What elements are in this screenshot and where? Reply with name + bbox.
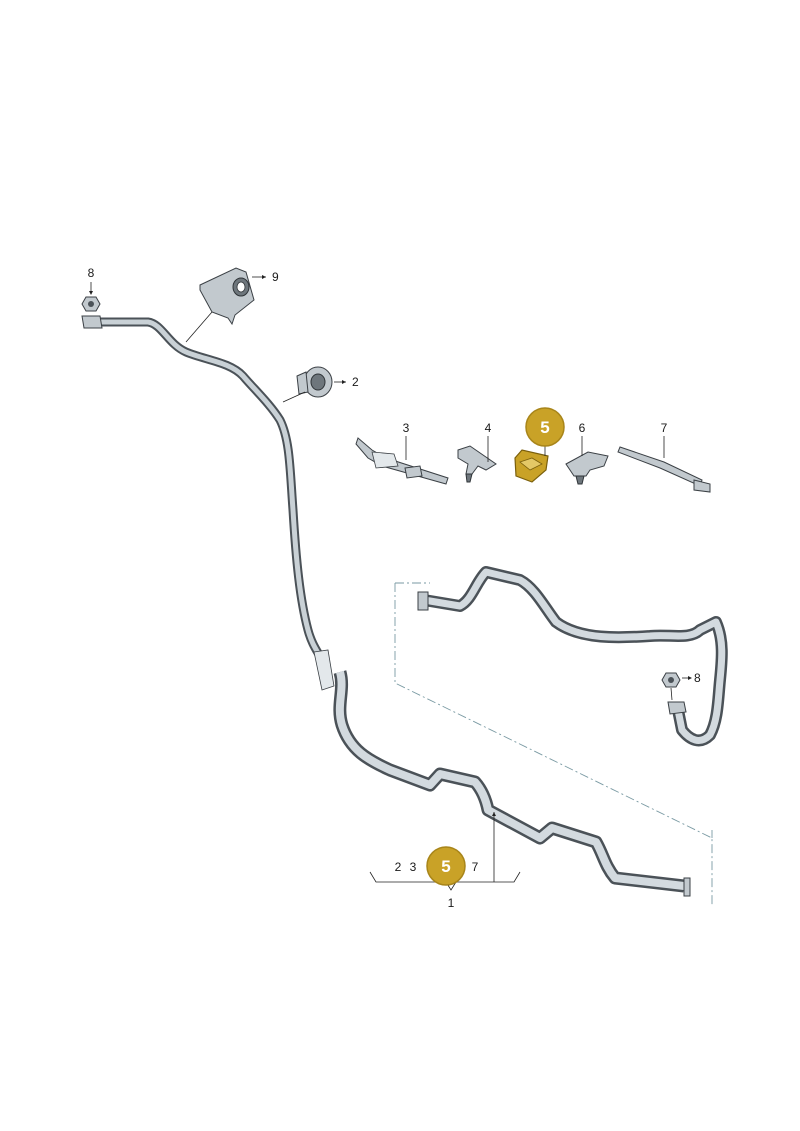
grommet-part-2	[282, 366, 346, 403]
callout-1: 1	[448, 896, 455, 910]
group-item-7: 7	[472, 860, 479, 874]
nut-part-8-lower	[661, 672, 692, 701]
group-item-3: 3	[410, 860, 417, 874]
holder-part-6	[565, 436, 609, 485]
callout-8-lower: 8	[694, 671, 701, 685]
callout-5-highlight-top: 5	[525, 407, 565, 447]
strap-assembly-lower	[333, 670, 691, 897]
callout-3: 3	[403, 421, 410, 435]
callout-5-bottom-label: 5	[441, 857, 450, 876]
callout-2: 2	[352, 375, 359, 389]
clip-part-5	[514, 444, 549, 483]
callout-5-top-label: 5	[540, 418, 549, 437]
nut-part-8-upper	[81, 282, 101, 312]
bracket-part-9	[185, 267, 266, 343]
cable-strap-part-7	[617, 436, 711, 493]
callout-9: 9	[272, 270, 279, 284]
clip-part-4	[457, 436, 497, 483]
strap-assembly-upper	[417, 566, 728, 747]
main-brake-line	[81, 315, 335, 691]
detail-view-frame	[394, 582, 713, 907]
callout-5-highlight-bottom: 5	[426, 846, 466, 886]
callout-6: 6	[579, 421, 586, 435]
callout-4: 4	[485, 421, 492, 435]
callout-8-upper: 8	[88, 266, 95, 280]
group-item-2: 2	[395, 860, 402, 874]
cable-tie-part-3	[355, 436, 449, 485]
callout-7: 7	[661, 421, 668, 435]
